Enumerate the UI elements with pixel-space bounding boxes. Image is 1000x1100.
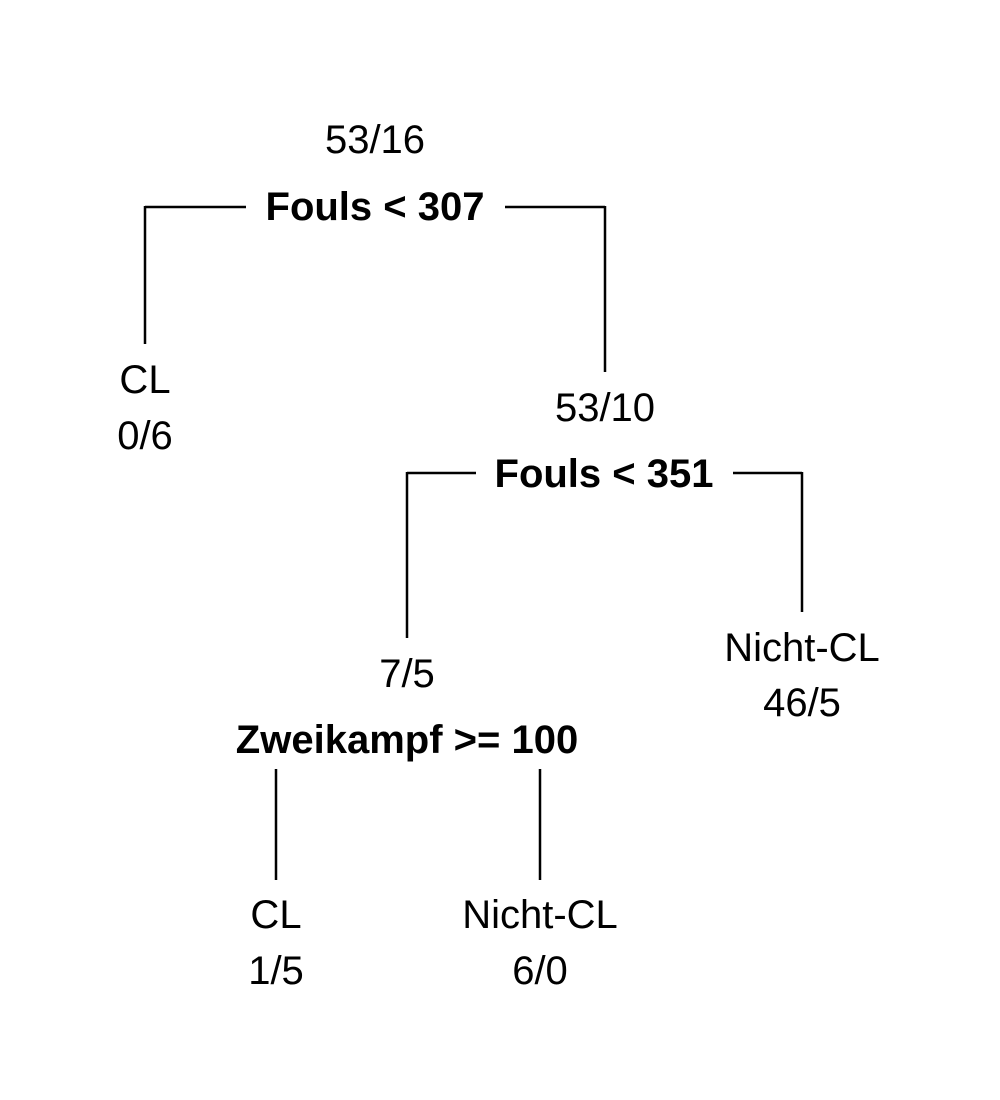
leaf-right-class: Nicht-CL (724, 626, 880, 670)
root-counts: 53/16 (324, 118, 426, 162)
root-split-label: Fouls < 307 (265, 185, 485, 229)
leaf-bottom-right-class: Nicht-CL (462, 893, 618, 937)
leaf-bottom-left-counts: 1/5 (248, 949, 304, 993)
leaf-right-counts: 46/5 (763, 681, 841, 725)
leaf-left-counts: 0/6 (117, 414, 173, 458)
node2-counts: 53/10 (554, 386, 656, 430)
node2-split-label: Fouls < 351 (494, 452, 714, 496)
node3-split-label: Zweikampf >= 100 (235, 718, 579, 762)
leaf-bottom-left-class: CL (250, 893, 302, 937)
leaf-bottom-right-counts: 6/0 (512, 949, 568, 993)
node3-counts: 7/5 (379, 652, 435, 696)
leaf-left-class: CL (119, 358, 171, 402)
